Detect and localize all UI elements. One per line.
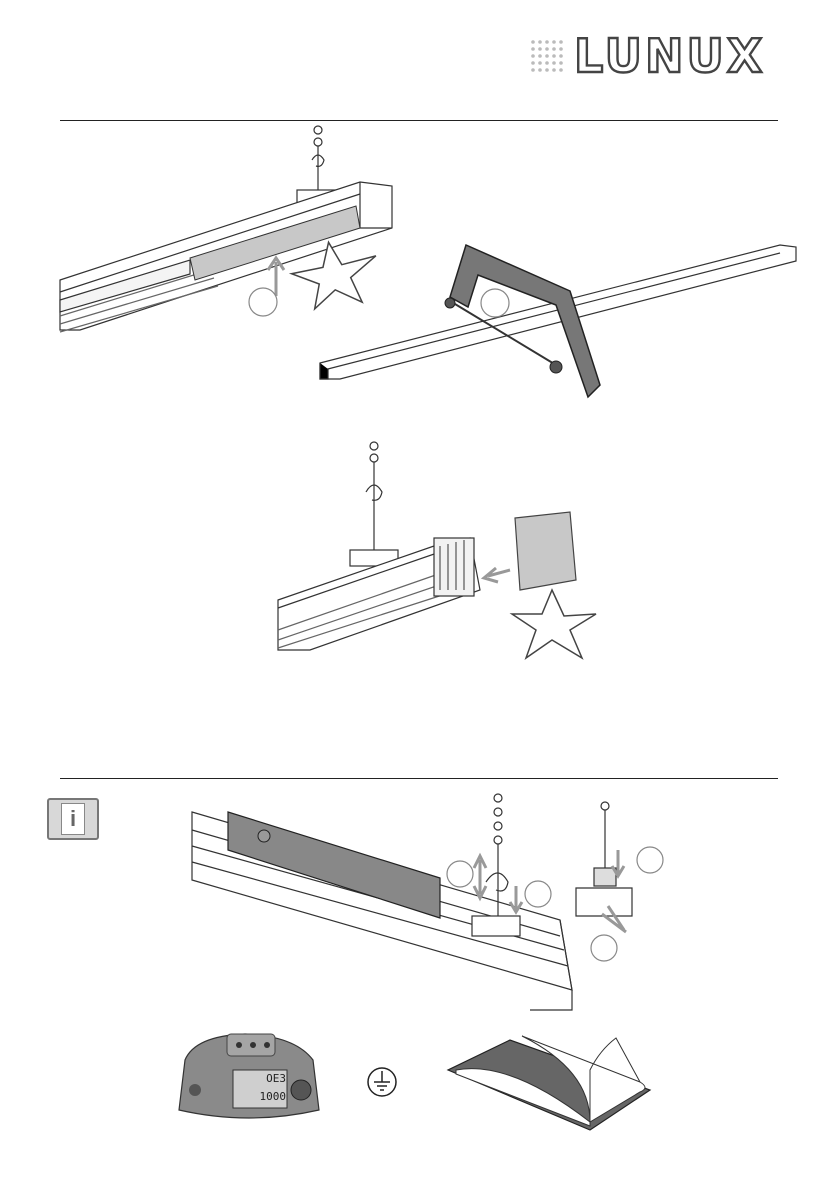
step-marker: [481, 289, 509, 317]
step-marker: [637, 847, 663, 873]
step-marker: [447, 861, 473, 887]
ground-symbol-icon: [366, 1066, 398, 1098]
manual-book-icon: [440, 1030, 660, 1140]
mounting-detail-illustration: [180, 790, 680, 1020]
multimeter-display-top: OE3: [234, 1072, 286, 1085]
step-marker: [591, 935, 617, 961]
step-marker: [249, 288, 277, 316]
info-icon: i: [47, 798, 99, 840]
end-cap-illustration: [270, 440, 610, 680]
info-letter: i: [61, 803, 85, 835]
bottom-divider: [60, 778, 778, 779]
multimeter-display-bottom: 1000: [234, 1090, 286, 1103]
star-icon: [512, 590, 596, 658]
step-marker: [525, 881, 551, 907]
hacksaw-illustration: [300, 235, 800, 405]
